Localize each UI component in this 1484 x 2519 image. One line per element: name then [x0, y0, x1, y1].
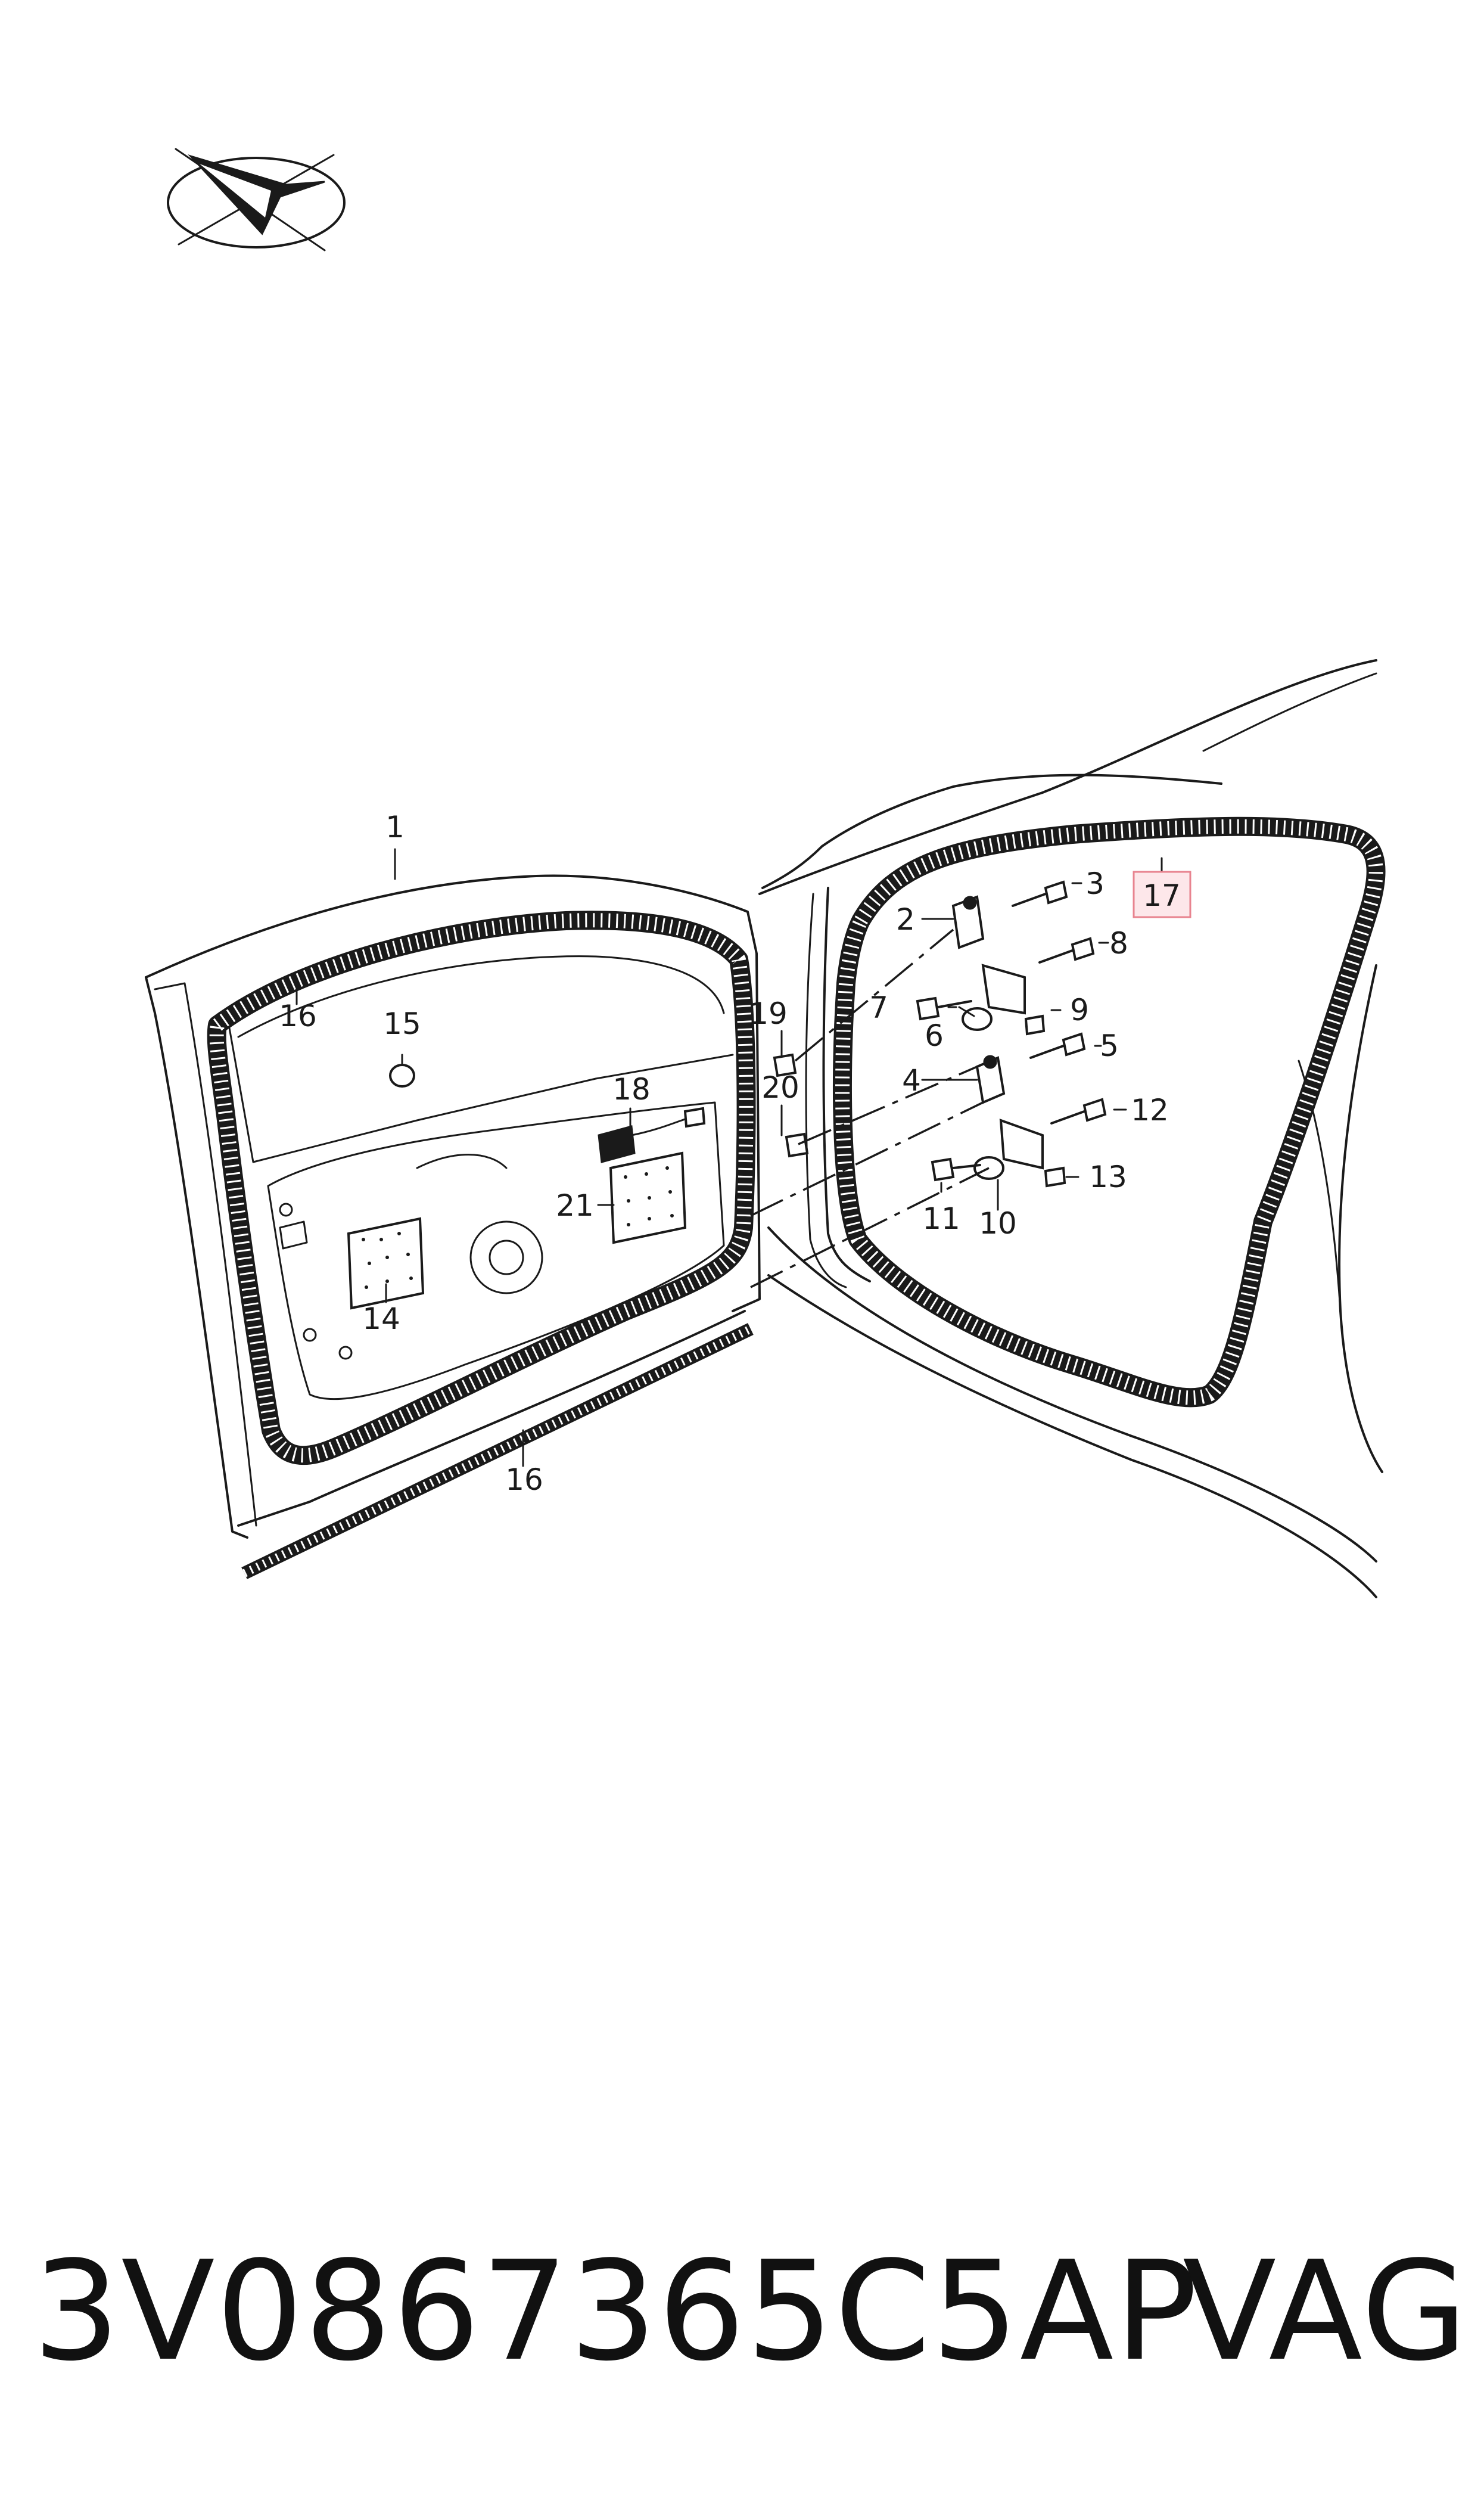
callout-9: 9	[1070, 993, 1089, 1027]
footer: 3V0867365C5AP VAG	[0, 2241, 1484, 2384]
callout-17: 17	[1143, 878, 1181, 913]
callout-8: 8	[1109, 926, 1128, 961]
callout-6: 6	[925, 1018, 944, 1053]
callout-7: 7	[869, 990, 888, 1025]
callout-15: 15	[383, 1007, 421, 1041]
callout-3: 3	[1085, 866, 1105, 901]
callout-labels: 1 2 3 4 5 6 7 8 9 10 11 12 13 14 15 16 1…	[279, 810, 1181, 1497]
callout-21: 21	[556, 1188, 594, 1223]
hinge-parts	[750, 880, 1107, 1288]
callout-20: 20	[761, 1070, 799, 1105]
brand-name: VAG	[1183, 2232, 1469, 2391]
callout-12: 12	[1131, 1093, 1169, 1128]
callout-11: 11	[922, 1201, 960, 1236]
callout-5: 5	[1100, 1029, 1119, 1063]
car-body	[758, 659, 1386, 1598]
callout-16-upper: 16	[279, 999, 317, 1033]
part-number: 3V0867365C5AP	[33, 2232, 1199, 2391]
callout-4: 4	[902, 1063, 921, 1098]
compass-arrow-logo-icon	[167, 148, 346, 251]
callout-14: 14	[362, 1302, 400, 1336]
callout-18: 18	[612, 1072, 651, 1107]
callout-17-highlight	[1133, 871, 1191, 918]
callout-13: 13	[1089, 1160, 1127, 1194]
callout-10: 10	[979, 1206, 1017, 1241]
callout-2: 2	[896, 902, 915, 937]
callout-19: 19	[749, 996, 788, 1031]
door-shell	[145, 874, 809, 1579]
leader-lines	[295, 848, 1163, 1467]
callout-16-lower: 16	[505, 1462, 543, 1497]
callout-1: 1	[385, 810, 405, 844]
